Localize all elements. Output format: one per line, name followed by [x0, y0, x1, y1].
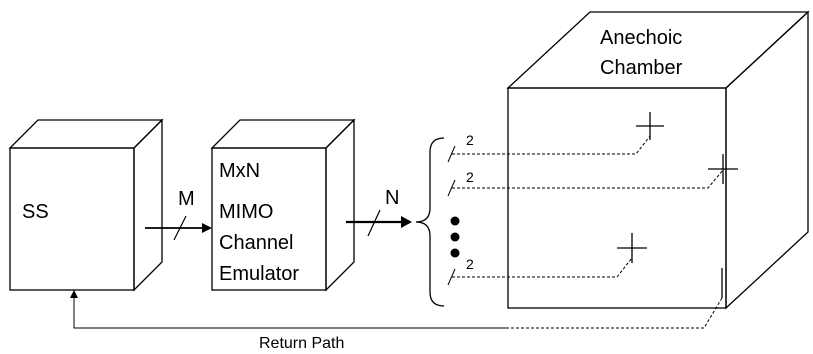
antenna-feed-3	[447, 257, 633, 286]
emulator-block	[210, 118, 356, 292]
feed-label-3: 2	[466, 256, 474, 272]
return-path-line	[70, 290, 723, 329]
antenna-element-1	[636, 112, 664, 140]
bus-label-m: M	[178, 188, 195, 210]
emulator-label-line2: MIMO	[219, 201, 273, 223]
antenna-feed-2	[447, 169, 724, 197]
antenna-element-3	[617, 233, 647, 263]
feed-label-1: 2	[466, 132, 474, 148]
return-path-label: Return Path	[259, 335, 344, 352]
emulator-label-line3: Channel	[219, 232, 294, 254]
ss-block	[8, 118, 164, 292]
ss-to-emulator-arrow	[145, 215, 212, 241]
anechoic-chamber	[506, 10, 810, 310]
feed-label-2: 2	[466, 169, 474, 185]
ellipsis-dots	[450, 216, 460, 258]
ss-label: SS	[22, 201, 49, 223]
bus-label-n: N	[385, 187, 399, 209]
emulator-label-line1: MxN	[219, 160, 260, 182]
curly-brace	[415, 137, 445, 307]
emulator-label-line4: Emulator	[219, 263, 299, 285]
chamber-label-line2: Chamber	[600, 57, 683, 79]
antenna-feed-1	[447, 135, 651, 163]
antenna-element-2	[708, 154, 738, 184]
emulator-to-antennas-arrow	[346, 209, 412, 237]
chamber-label-line1: Anechoic	[600, 27, 682, 49]
